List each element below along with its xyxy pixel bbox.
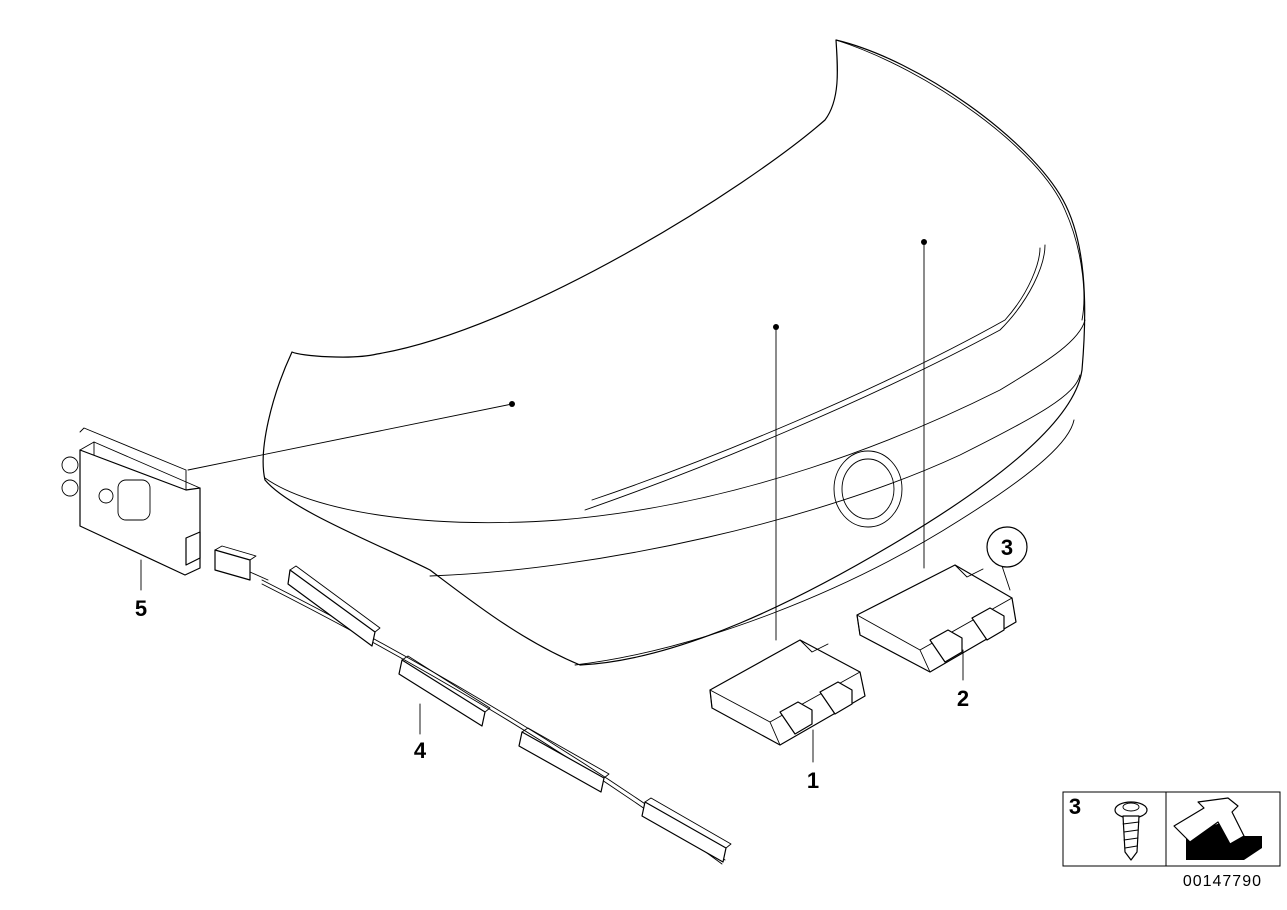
direction-arrow-icon (1173, 797, 1262, 860)
callout-5: 5 (135, 596, 147, 621)
legend-part-number: 3 (1069, 794, 1081, 819)
screw-icon (1114, 801, 1148, 861)
callout-3: 3 (1001, 535, 1013, 560)
callout-4: 4 (414, 738, 427, 763)
callout-1: 1 (807, 768, 819, 793)
callout-3-circle (986, 526, 1028, 568)
leader-lines (140, 239, 1011, 763)
legend-box: 3 (1062, 791, 1281, 867)
trunk-lid (262, 39, 1086, 666)
diagram-code: 00147790 (1183, 873, 1262, 890)
antenna-strip-segment (398, 655, 491, 727)
antenna-module-2 (856, 564, 1017, 673)
control-module (61, 427, 201, 576)
antenna-module-1 (709, 639, 866, 746)
antenna-strip-segment (641, 797, 732, 863)
antenna-strip-segment (518, 727, 610, 793)
antenna-strip-segment (287, 565, 381, 647)
callout-2: 2 (957, 686, 969, 711)
